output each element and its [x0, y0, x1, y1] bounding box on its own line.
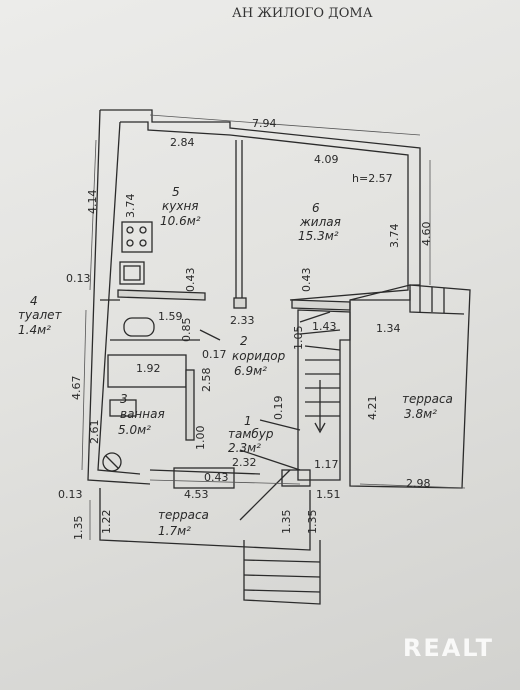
dim-043-a: 0.43: [184, 268, 197, 293]
dim-143: 1.43: [312, 320, 337, 333]
toilet-area: 1.4м²: [18, 323, 51, 337]
terrace-front: [99, 488, 311, 551]
living-area: 15.3м²: [298, 229, 339, 243]
terrace-right-name: терраса: [402, 392, 453, 406]
dim-122: 1.22: [100, 510, 113, 535]
dim-living-width: 4.09: [314, 153, 339, 166]
dim-135-left: 1.35: [72, 516, 85, 541]
dim-100: 1.00: [194, 426, 207, 451]
outer-wall-inner: [120, 121, 409, 301]
dim-right-upper: 4.60: [420, 222, 433, 247]
dim-kitchen-width: 2.84: [170, 136, 195, 149]
stair-well: [297, 309, 351, 481]
bath-name: ванная: [120, 407, 165, 421]
boiler: [102, 452, 122, 472]
dim-043-b: 0.43: [300, 268, 313, 293]
toilet-number: 4: [30, 294, 38, 308]
dim-421: 4.21: [366, 396, 379, 421]
stove: [121, 221, 153, 253]
dim-wall-013-bottom: 0.13: [58, 488, 83, 501]
sink: [119, 261, 145, 285]
dim-017: 0.17: [202, 348, 227, 361]
dim-453: 4.53: [184, 488, 209, 501]
dim-kitchen-depth: 3.74: [124, 194, 137, 219]
dim-151: 1.51: [316, 488, 341, 501]
outer-wall-left-inner: [97, 121, 141, 475]
plan-title: АН ЖИЛОГО ДОМА: [232, 6, 373, 21]
dim-135-b: 1.35: [306, 510, 319, 535]
dim-085: 0.85: [180, 318, 193, 343]
living-number: 6: [312, 201, 320, 215]
vestibule-name: тамбур: [228, 427, 274, 441]
outer-wall-left: [87, 109, 151, 485]
living-wall: [291, 299, 351, 311]
dim-232: 2.32: [232, 456, 257, 469]
corridor-name: коридор: [232, 349, 286, 363]
bath-bottom-wall: [149, 469, 261, 475]
vestibule-number: 1: [244, 414, 252, 428]
kitchen-name: кухня: [162, 199, 199, 213]
terrace-front-name: терраса: [158, 508, 209, 522]
kitchen-number: 5: [172, 185, 180, 199]
terrace-front-area: 1.7м²: [158, 524, 191, 538]
ceiling-height: h=2.57: [352, 172, 393, 185]
corridor-number: 2: [240, 334, 248, 348]
wall-pillar: [233, 297, 247, 309]
front-steps: [243, 540, 321, 605]
dim-105: 1.05: [292, 326, 305, 351]
terrace-right: [349, 284, 471, 489]
kitchen-area: 10.6м²: [160, 214, 201, 228]
bath-wall: [185, 369, 195, 441]
bath-area: 5.0м²: [118, 423, 151, 437]
dim-134: 1.34: [376, 322, 401, 335]
corridor-area: 6.9м²: [234, 364, 267, 378]
front-door-opening: [173, 467, 235, 489]
bath-number: 3: [120, 392, 128, 406]
dim-135-a: 1.35: [280, 510, 293, 535]
dim-wall-013-left: 0.13: [66, 272, 91, 285]
dim-298: 2.98: [406, 477, 431, 490]
dim-117: 1.17: [314, 458, 339, 471]
dim-019: 0.19: [272, 396, 285, 421]
dim-261: 2.61: [88, 420, 101, 445]
dim-233: 2.33: [230, 314, 255, 327]
bath-sink: [109, 399, 137, 417]
dim-159: 1.59: [158, 310, 183, 323]
terrace-right-area: 3.8м²: [404, 407, 437, 421]
dim-left-lower: 4.67: [70, 376, 83, 401]
kitchen-wall: [117, 289, 206, 301]
dim-043-c: 0.43: [204, 471, 229, 484]
dim-192: 1.92: [136, 362, 161, 375]
vestibule-area: 2.3м²: [228, 441, 261, 455]
toilet-bowl: [123, 317, 155, 337]
dim-living-depth: 3.74: [388, 224, 401, 249]
realt-watermark: REALT: [402, 634, 494, 662]
living-name: жилая: [299, 215, 341, 229]
dim-left-upper: 4.14: [86, 190, 99, 215]
dim-258: 2.58: [200, 368, 213, 393]
toilet-name: туалет: [18, 308, 62, 322]
dim-top-total: 7.94: [252, 117, 277, 130]
